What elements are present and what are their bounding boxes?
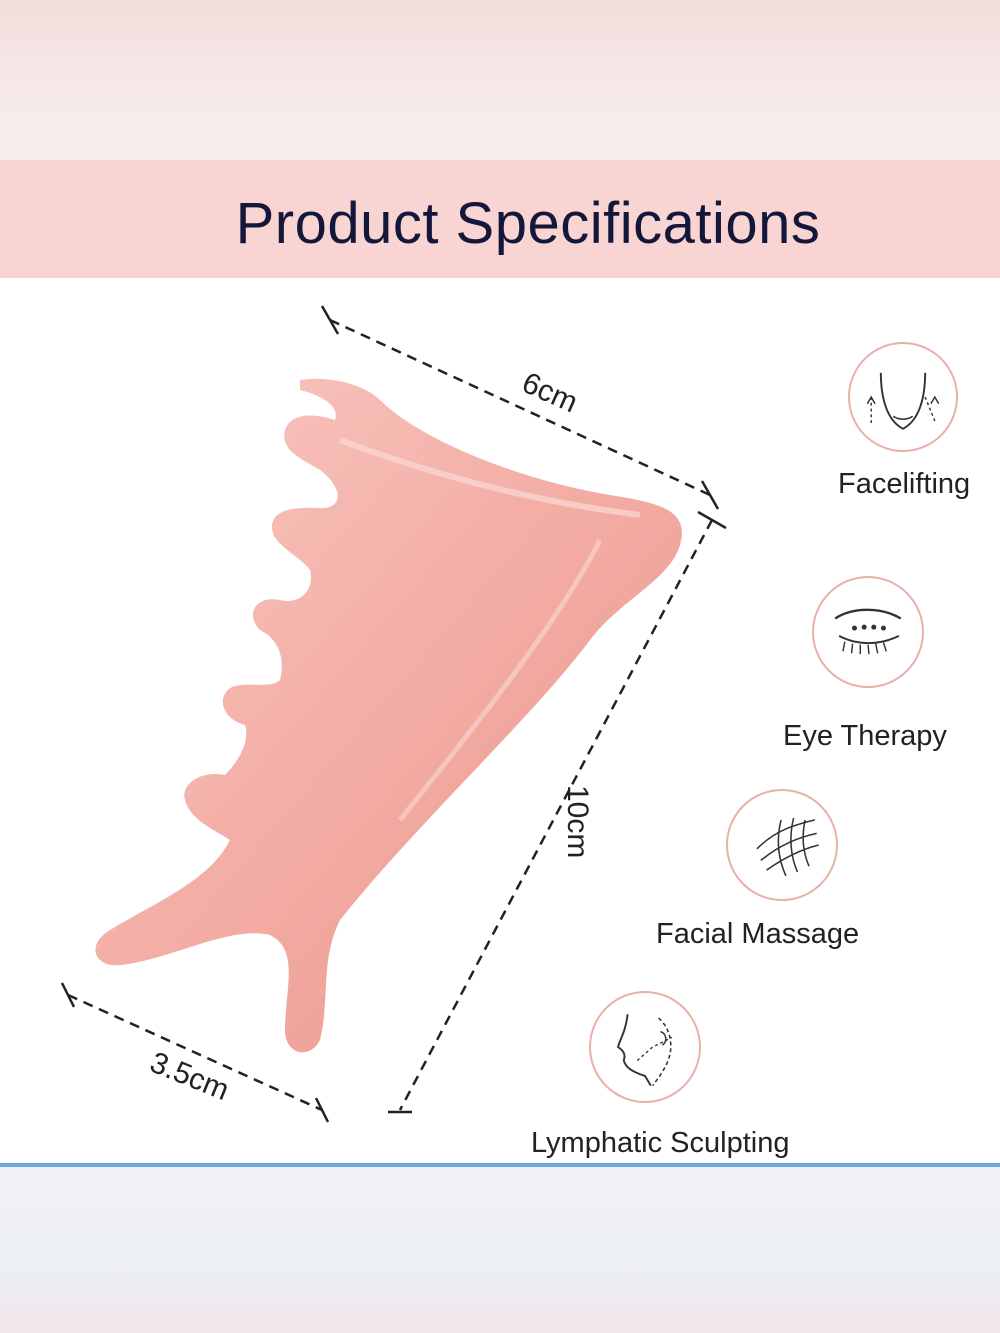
length-dimension: 10cm xyxy=(388,510,727,1114)
feature-label-eye-therapy: Eye Therapy xyxy=(783,720,947,752)
divider-line xyxy=(0,1163,1000,1167)
massage-lines-icon xyxy=(726,789,838,901)
gua-sha-stone xyxy=(95,378,682,1053)
face-profile-icon xyxy=(589,991,701,1103)
feature-label-facial-massage: Facial Massage xyxy=(656,918,860,950)
bottom-background xyxy=(0,1167,1000,1333)
feature-label-facelifting: Facelifting xyxy=(838,468,971,500)
eye-icon xyxy=(812,576,924,688)
width-label: 6cm xyxy=(517,366,582,419)
top-background xyxy=(0,0,1000,160)
page-title: Product Specifications xyxy=(235,191,821,256)
length-label: 10cm xyxy=(561,785,594,858)
base-label: 3.5cm xyxy=(145,1046,233,1107)
title-band xyxy=(0,160,1000,278)
feature-label-lymphatic-sculpting: Lymphatic Sculpting xyxy=(531,1127,790,1159)
face-lift-icon xyxy=(848,342,958,452)
